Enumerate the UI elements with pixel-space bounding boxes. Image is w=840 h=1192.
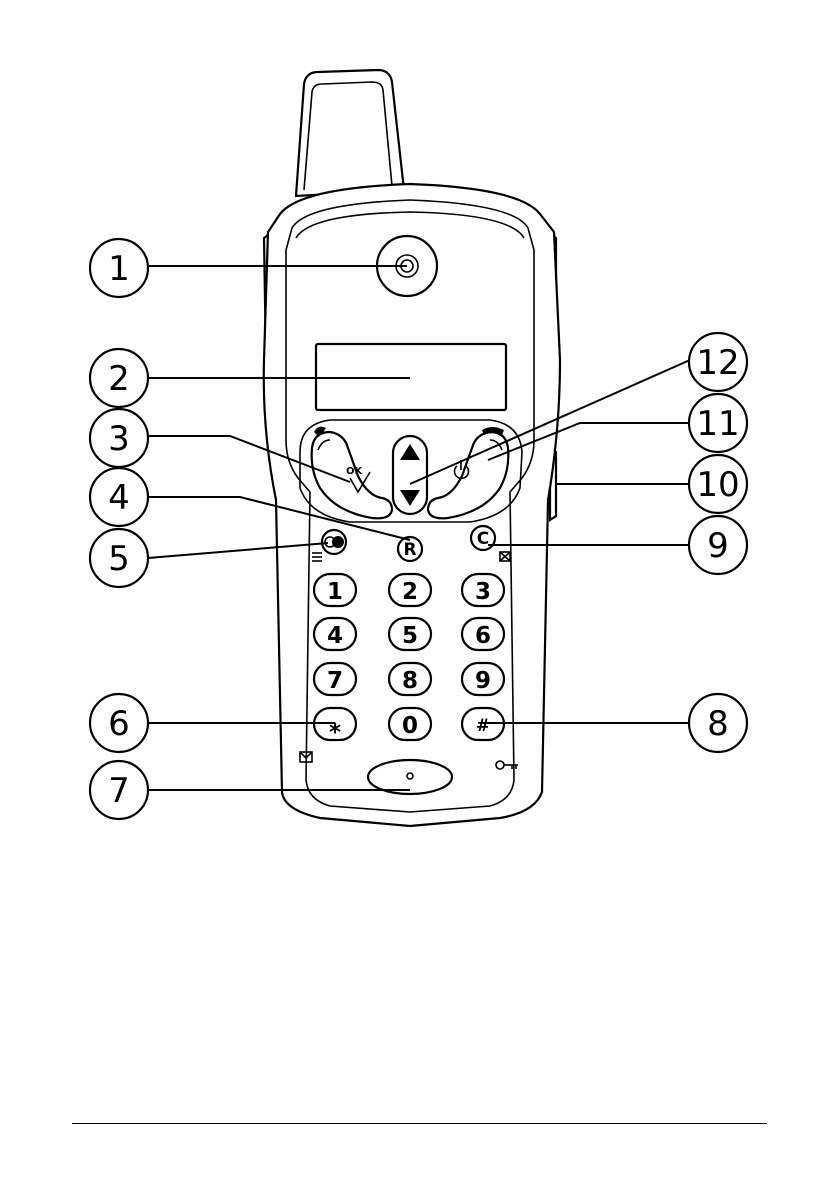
ok-label: OK (346, 466, 364, 477)
svg-text:6: 6 (108, 704, 130, 744)
menu-button[interactable] (322, 530, 346, 554)
key-6[interactable]: 6 (462, 618, 504, 650)
svg-text:8: 8 (402, 668, 418, 694)
svg-text:4: 4 (327, 623, 343, 649)
svg-text:5: 5 (402, 623, 418, 649)
svg-text:1: 1 (327, 579, 343, 605)
callout-9: 9 (689, 516, 747, 574)
svg-text:#: # (476, 716, 490, 736)
svg-text:7: 7 (327, 668, 343, 694)
callout-6: 6 (90, 694, 148, 752)
key-9[interactable]: 9 (462, 663, 504, 695)
svg-text:2: 2 (108, 359, 130, 399)
key-5[interactable]: 5 (389, 618, 431, 650)
svg-text:9: 9 (475, 668, 491, 694)
key-8[interactable]: 8 (389, 663, 431, 695)
callout-2: 2 (90, 349, 148, 407)
svg-text:3: 3 (108, 419, 130, 459)
navigation-rocker[interactable] (393, 436, 427, 514)
callout-10: 10 (689, 455, 747, 513)
callout-11: 11 (689, 394, 747, 452)
microphone (368, 760, 452, 794)
svg-text:1: 1 (108, 249, 130, 289)
svg-text:7: 7 (108, 771, 130, 811)
svg-text:R: R (403, 540, 416, 560)
footer-rule (72, 1123, 767, 1124)
key-2[interactable]: 2 (389, 574, 431, 606)
svg-text:3: 3 (475, 579, 491, 605)
callout-7: 7 (90, 761, 148, 819)
callout-3: 3 (90, 409, 148, 467)
callout-5: 5 (90, 529, 148, 587)
svg-text:6: 6 (475, 623, 491, 649)
svg-text:4: 4 (108, 478, 130, 518)
svg-text:8: 8 (707, 704, 729, 744)
key-1[interactable]: 1 (314, 574, 356, 606)
key-7[interactable]: 7 (314, 663, 356, 695)
callout-8: 8 (689, 694, 747, 752)
svg-text:10: 10 (696, 465, 739, 505)
key-0[interactable]: 0 (389, 708, 431, 740)
callout-12: 12 (689, 333, 747, 391)
key-3[interactable]: 3 (462, 574, 504, 606)
svg-text:C: C (477, 529, 489, 549)
svg-text:2: 2 (402, 579, 418, 605)
clear-button[interactable]: C (471, 526, 495, 550)
svg-text:9: 9 (707, 526, 729, 566)
svg-text:5: 5 (108, 539, 130, 579)
callout-1: 1 (90, 239, 148, 297)
key-4[interactable]: 4 (314, 618, 356, 650)
callout-4: 4 (90, 468, 148, 526)
svg-text:12: 12 (696, 343, 739, 383)
svg-text:0: 0 (402, 713, 418, 739)
svg-text:11: 11 (696, 404, 739, 444)
recall-button[interactable]: R (398, 537, 422, 561)
antenna (296, 70, 404, 196)
